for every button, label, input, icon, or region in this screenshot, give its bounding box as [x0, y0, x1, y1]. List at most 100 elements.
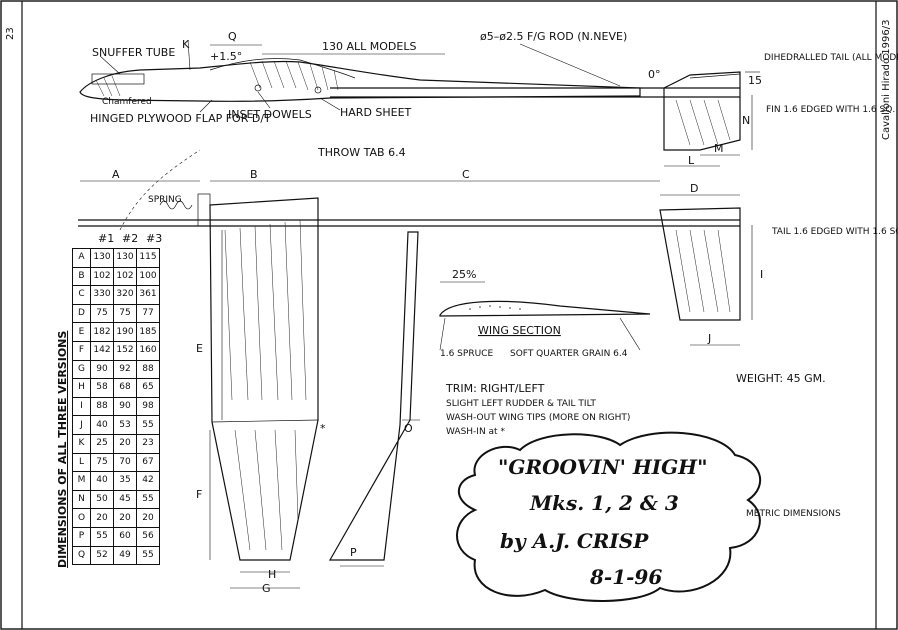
wing-root-side: [209, 58, 356, 79]
page-number: 23: [5, 27, 16, 40]
row-key: F: [72, 340, 91, 361]
row-value: 68: [113, 378, 137, 398]
row-value: 130: [113, 248, 137, 268]
label-b: B: [250, 168, 258, 181]
leader-flap: [199, 99, 213, 113]
row-key: M: [72, 471, 91, 491]
trim-line-2: SLIGHT LEFT RUDDER & TAIL TILT: [446, 399, 596, 409]
wing-hatch: [224, 219, 307, 551]
title-line-3: by A.J. CRISP: [500, 529, 649, 553]
row-key: E: [72, 322, 91, 342]
fuselage-pod: [79, 60, 641, 102]
row-value: 88: [136, 359, 160, 380]
label-h: H: [268, 568, 276, 581]
row-key: J: [72, 415, 91, 435]
tail-side: [689, 73, 741, 79]
row-value: 190: [113, 322, 137, 342]
row-value: 20: [113, 508, 137, 528]
table-header-3: #3: [146, 232, 163, 245]
label-hard-sheet: HARD SHEET: [340, 106, 412, 119]
row-value: 75: [113, 303, 137, 324]
label-spring: SPRING: [148, 195, 182, 205]
row-value: 130: [90, 248, 114, 268]
title-line-2: Mks. 1, 2 & 3: [529, 491, 679, 515]
row-key: I: [72, 396, 91, 417]
row-value: 88: [90, 396, 114, 417]
label-weight: WEIGHT: 45 GM.: [736, 372, 826, 385]
tailplane: [659, 207, 741, 321]
label-m: M: [714, 142, 724, 155]
label-wing-section: WING SECTION: [478, 324, 561, 337]
title-line-1: "GROOVIN' HIGH": [498, 455, 708, 479]
row-value: 98: [136, 396, 160, 417]
leader-hard-sheet: [319, 97, 341, 111]
table-header-2: #2: [122, 232, 139, 245]
label-metric: METRIC DIMENSIONS: [746, 509, 841, 519]
row-value: 55: [136, 415, 160, 435]
wing-section-drawing: [439, 281, 651, 351]
row-value: 55: [90, 526, 114, 547]
wing-panel: [209, 197, 319, 561]
table-caption: DIMENSIONS OF ALL THREE VERSIONS: [56, 330, 69, 568]
row-key: L: [72, 452, 91, 473]
row-value: 100: [136, 266, 160, 287]
leader-grain: [619, 317, 641, 351]
row-value: 75: [90, 452, 114, 473]
label-snuffer-tube: SNUFFER TUBE: [92, 46, 175, 59]
label-asterisk: *: [320, 422, 326, 435]
row-value: 182: [90, 322, 114, 342]
label-k: K: [182, 38, 190, 51]
label-q: Q: [228, 30, 237, 43]
row-key: H: [72, 378, 91, 398]
row-value: 90: [90, 359, 114, 380]
label-spruce: 1.6 SPRUCE: [440, 349, 493, 359]
dt-arc: [119, 149, 201, 231]
row-value: 58: [90, 378, 114, 398]
row-key: O: [72, 508, 91, 528]
fin-side: [663, 71, 741, 151]
label-p: P: [350, 546, 357, 559]
label-j: J: [707, 332, 711, 345]
label-fin: FIN 1.6 EDGED WITH 1.6 SQ. SPRUCE: [766, 105, 898, 115]
trim-line-3: WASH-OUT WING TIPS (MORE ON RIGHT): [446, 413, 630, 423]
label-c: C: [462, 168, 470, 181]
row-key: N: [72, 489, 91, 510]
label-a: A: [112, 168, 120, 181]
wing-tip-end-view: [328, 231, 419, 561]
trim-line-4: WASH-IN at *: [446, 427, 505, 437]
label-f: F: [196, 488, 202, 501]
row-value: 55: [136, 489, 160, 510]
top-view: [78, 149, 753, 589]
label-chamfered: Chamfered: [102, 97, 152, 107]
throw-tab: [197, 193, 211, 227]
label-o: O: [404, 422, 413, 435]
row-key: B: [72, 266, 91, 287]
label-soft-grain: SOFT QUARTER GRAIN 6.4: [510, 349, 628, 359]
label-plus-1-5: +1.5°: [210, 50, 242, 63]
row-value: 42: [136, 471, 160, 491]
row-value: 75: [90, 303, 114, 324]
title-cloud: [456, 431, 761, 602]
wing-tip-panel: [211, 419, 319, 423]
label-n: N: [742, 114, 750, 127]
row-value: 152: [113, 340, 137, 361]
row-key: Q: [72, 545, 91, 566]
row-value: 20: [113, 433, 137, 454]
title-line-4: 8-1-96: [589, 565, 662, 589]
label-rod: ø5–ø2.5 F/G ROD (N.NEVE): [480, 30, 627, 43]
label-wing-pct: 25%: [452, 268, 476, 281]
row-value: 361: [136, 285, 160, 305]
row-value: 52: [90, 545, 114, 566]
row-key: K: [72, 433, 91, 454]
dowel-rear: [314, 86, 322, 94]
row-key: P: [72, 526, 91, 547]
